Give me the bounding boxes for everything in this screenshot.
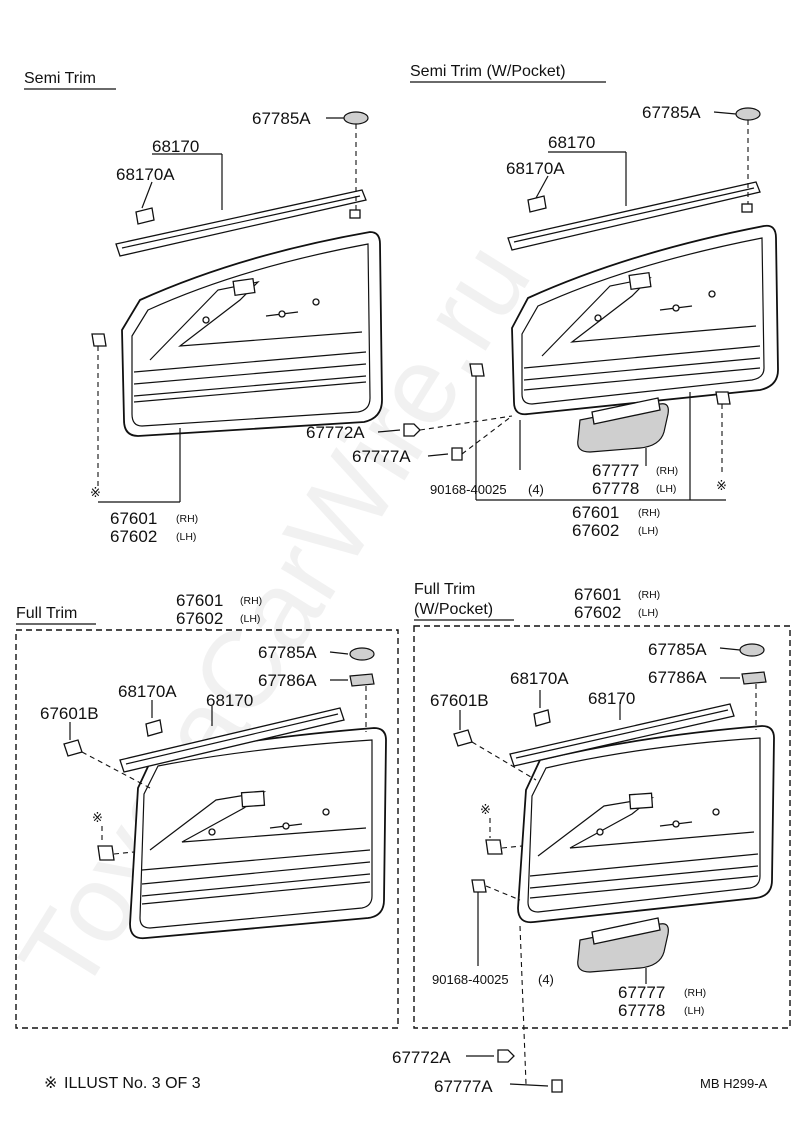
group-frame [15, 629, 399, 1029]
clip-68170A [145, 719, 163, 737]
mark-symbol: ※ [480, 802, 491, 817]
clip-fastener [97, 845, 115, 861]
svg-text:(LH): (LH) [638, 607, 658, 619]
label-67777A: 67777A [352, 447, 411, 466]
label-68170: 68170 [548, 133, 595, 152]
section-full-trim: Full Trim 67601 (RH) 67602 (LH) ※ [15, 591, 399, 1029]
clip-68170A [527, 195, 547, 213]
screw-67772A [403, 423, 421, 437]
cap-67777A [551, 1079, 563, 1093]
weatherstrip-68170 [509, 703, 735, 767]
label-68170A: 68170A [118, 682, 177, 701]
svg-text:(LH): (LH) [684, 1005, 704, 1017]
label-67778: 67778 [592, 479, 639, 498]
clip-fastener [469, 363, 485, 377]
door-trim-panel [511, 224, 779, 416]
clip-fastener [485, 839, 503, 855]
svg-text:(RH): (RH) [638, 507, 660, 519]
label-67601: 67601 [110, 509, 157, 528]
clip-fastener [471, 879, 487, 893]
door-trim-panel [121, 231, 383, 437]
label-67785A: 67785A [252, 109, 311, 128]
svg-text:(RH): (RH) [656, 465, 678, 477]
group-frame [413, 625, 791, 1029]
svg-text:(LH): (LH) [176, 531, 196, 543]
label-68170: 68170 [588, 689, 635, 708]
label-67602: 67602 [572, 521, 619, 540]
section-title-semi-trim: Semi Trim [24, 70, 96, 87]
label-68170A: 68170A [116, 165, 175, 184]
label-90168-40025: 90168-40025 [432, 972, 509, 987]
cap-67777A [451, 447, 463, 461]
section-semi-trim-pocket: Semi Trim (W/Pocket) ※ [306, 63, 779, 540]
weatherstrip-68170 [119, 707, 345, 773]
label-67778: 67778 [618, 1001, 665, 1020]
label-67777A: 67777A [434, 1077, 493, 1096]
clip-67785A [349, 647, 375, 661]
label-67777: 67777 [618, 983, 665, 1002]
screw-67772A [497, 1049, 515, 1063]
mark-symbol: ※ [92, 810, 103, 825]
section-semi-trim: Semi Trim ※ 67785 [24, 70, 383, 546]
label-67772A: 67772A [306, 423, 365, 442]
clip-68170A [135, 207, 155, 225]
svg-text:(RH): (RH) [176, 513, 198, 525]
label-68170: 68170 [206, 691, 253, 710]
weatherstrip-68170 [115, 189, 367, 257]
section-title-full-trim-pocket: Full Trim [414, 581, 475, 598]
svg-text:(RH): (RH) [638, 589, 660, 601]
mark-symbol: ※ [716, 478, 727, 493]
footer-illust-number: ILLUST No. 3 OF 3 [64, 1075, 201, 1092]
footer-code: MB H299-A [700, 1076, 768, 1091]
label-67602: 67602 [176, 609, 223, 628]
svg-text:(RH): (RH) [684, 987, 706, 999]
svg-text:(LH): (LH) [656, 483, 676, 495]
label-67601: 67601 [574, 585, 621, 604]
svg-text:(LH): (LH) [638, 525, 658, 537]
clip-67786A [349, 673, 375, 687]
label-68170: 68170 [152, 137, 199, 156]
clip-67601B [63, 739, 83, 757]
label-67785A: 67785A [648, 640, 707, 659]
clip-67785A [343, 111, 369, 125]
label-67777: 67777 [592, 461, 639, 480]
footer-mark: ※ [44, 1075, 57, 1092]
clip-68170A [533, 709, 551, 727]
door-pocket [577, 403, 669, 453]
svg-text:(4): (4) [528, 482, 544, 497]
section-subtitle-full-trim-pocket: (W/Pocket) [414, 601, 493, 618]
section-title-full-trim: Full Trim [16, 605, 77, 622]
door-pocket [577, 923, 669, 973]
svg-text:(RH): (RH) [240, 595, 262, 607]
clip-67786A [741, 671, 767, 685]
label-67601B: 67601B [40, 704, 99, 723]
label-90168-40025: 90168-40025 [430, 482, 507, 497]
clip-67601B [453, 729, 473, 747]
label-67785A: 67785A [258, 643, 317, 662]
label-67786A: 67786A [648, 668, 707, 687]
label-68170A: 68170A [510, 669, 569, 688]
clip-67785A [739, 643, 765, 657]
label-68170A: 68170A [506, 159, 565, 178]
svg-text:(LH): (LH) [240, 613, 260, 625]
clip-fastener [91, 333, 107, 347]
mark-symbol: ※ [90, 485, 101, 500]
label-67602: 67602 [574, 603, 621, 622]
svg-text:(4): (4) [538, 972, 554, 987]
label-67772A: 67772A [392, 1048, 451, 1067]
label-67601: 67601 [176, 591, 223, 610]
label-67602: 67602 [110, 527, 157, 546]
footer: ※ ILLUST No. 3 OF 3 MB H299-A [44, 1075, 768, 1092]
label-67601B: 67601B [430, 691, 489, 710]
label-67786A: 67786A [258, 671, 317, 690]
clip-fastener [715, 391, 731, 405]
door-trim-panel [517, 725, 775, 924]
label-67601: 67601 [572, 503, 619, 522]
label-67785A: 67785A [642, 103, 701, 122]
weatherstrip-68170 [507, 181, 761, 251]
section-full-trim-pocket: Full Trim (W/Pocket) 67601 (RH) 67602 (L… [392, 581, 791, 1096]
clip-67785A [735, 107, 761, 121]
section-title-semi-trim-pocket: Semi Trim (W/Pocket) [410, 63, 566, 80]
